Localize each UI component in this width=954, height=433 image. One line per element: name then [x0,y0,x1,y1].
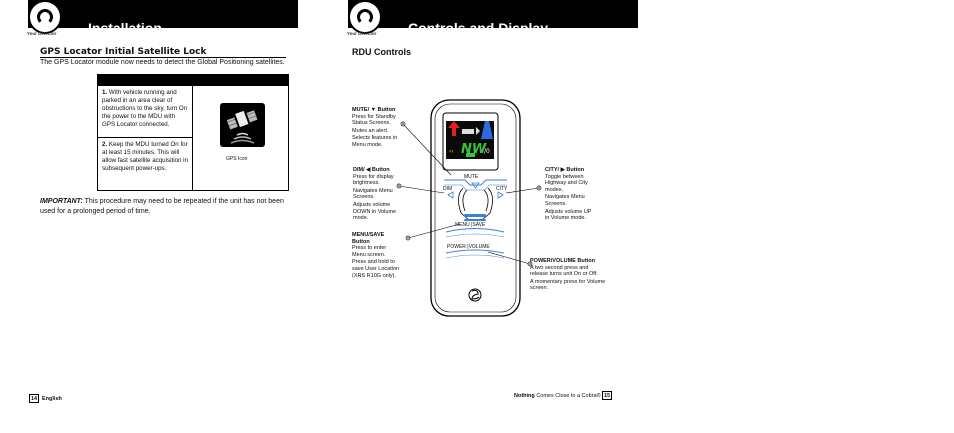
gps-icon-label: GPS Icon [226,156,248,162]
chevron-down-icon [471,182,480,189]
callout-line: Navigates Menu Screens. [353,187,393,201]
callout-line: Navigates Menu Screens. [545,194,585,207]
city-button[interactable]: CITY [496,186,508,192]
chevron-right-icon [497,191,504,199]
callout-title: CITY/ ▶ Button [545,167,585,173]
steps-column: 1. With vehicle running and parked in an… [98,86,193,191]
callout-dim: DIM/ ◀ Button Press for display brightne… [353,167,401,223]
footer-language: English [42,396,62,402]
chevron-left-icon [447,191,454,199]
callout-power-volume: POWER/VOLUME Button A two second press a… [530,258,606,293]
callout-title: MENU/SAVE Button [352,232,385,245]
cobra-logo-icon [348,0,382,34]
cobra-logo-icon [28,0,62,34]
callout-line: Press for Standby Status Screens. [352,113,396,127]
header-bar [28,0,298,28]
section-divider [40,57,286,58]
callout-title: POWER/VOLUME Button [530,258,596,264]
callout-menu-save: MENU/SAVE Button Press to enter Menu scr… [352,232,400,280]
header-bar [348,0,638,28]
section-intro: The GPS Locator module now needs to dete… [40,59,285,66]
signal-bar-icon [462,129,474,134]
callout-line: Toggle between Highway and City modes. [545,173,588,193]
important-text: This procedure may need to be repeated i… [40,198,284,215]
header-subtitle: Your Detector [27,31,57,36]
page-installation: Your Detector Installation GPS Locator I… [0,0,300,433]
menu-save-button[interactable]: MENU |SAVE [455,222,486,228]
page-title: Controls and Display [408,20,549,36]
step-text: With vehicle running and parked in an ar… [102,89,188,128]
steps-table: 1. With vehicle running and parked in an… [97,74,289,191]
callout-title: DIM/ ◀ Button [353,167,390,173]
step-number: 2. [102,141,108,148]
callout-line: Press for display brightness. [353,173,394,187]
callout-line: Press to enter Menu screen. [352,245,387,258]
step-1: 1. With vehicle running and parked in an… [98,86,193,138]
callout-line: A two second press and release turns uni… [530,264,598,278]
steps-table-header [98,75,288,86]
callout-line: Adjusts volume DOWN in Volume mode. [353,201,397,222]
step-number: 1. [102,89,108,96]
arrow-up-icon [448,121,460,136]
dim-button[interactable]: DIM [443,186,453,192]
callout-line: Selects features in Menu mode. [352,135,398,148]
section-title: GPS Locator Initial Satellite Lock [40,47,207,57]
gps-icon [220,103,265,147]
step-2: 2. Keep the MDU turned On for at least 1… [98,138,193,191]
important-note: IMPORTANT: This procedure may need to be… [40,197,290,217]
callout-line: Adjusts volume UP in Volume mode. [545,208,592,222]
callout-line: Press and hold to save User Location (XR… [352,259,400,279]
mute-button[interactable]: MUTE [464,174,479,180]
callout-mute: MUTE/ ▼ Button Press for Standby Status … [352,107,402,150]
power-volume-button[interactable]: POWER |VOLUME [447,244,490,250]
step-text: Keep the MDU turned On for at least 15 m… [102,141,188,172]
header-subtitle: Your Detector [347,31,377,36]
footer-tagline: Nothing Comes Close to a Cobra® [514,393,601,399]
callout-line: Mutes an alert. [352,127,389,134]
callout-title: MUTE/ ▼ Button [352,107,396,113]
page-controls: Your Detector Controls and Display [320,0,638,433]
important-label: IMPORTANT: [40,198,83,205]
footer-tagline-rest: Comes Close to a Cobra® [536,393,601,399]
page-number: 14 [29,394,39,403]
band-a-icon [481,121,493,139]
footer-tagline-bold: Nothing [514,393,535,399]
page-title: Installation [88,20,162,36]
rdu-body-inner [434,103,517,313]
callout-city: CITY/ ▶ Button Toggle between Highway an… [545,167,595,223]
svg-text:‹‹: ‹‹ [449,148,454,155]
page-number: 15 [602,391,612,400]
section-title: RDU Controls [352,47,411,57]
svg-text:/0: /0 [484,148,490,155]
callout-line: A momentary press for Volume screen. [530,278,606,292]
